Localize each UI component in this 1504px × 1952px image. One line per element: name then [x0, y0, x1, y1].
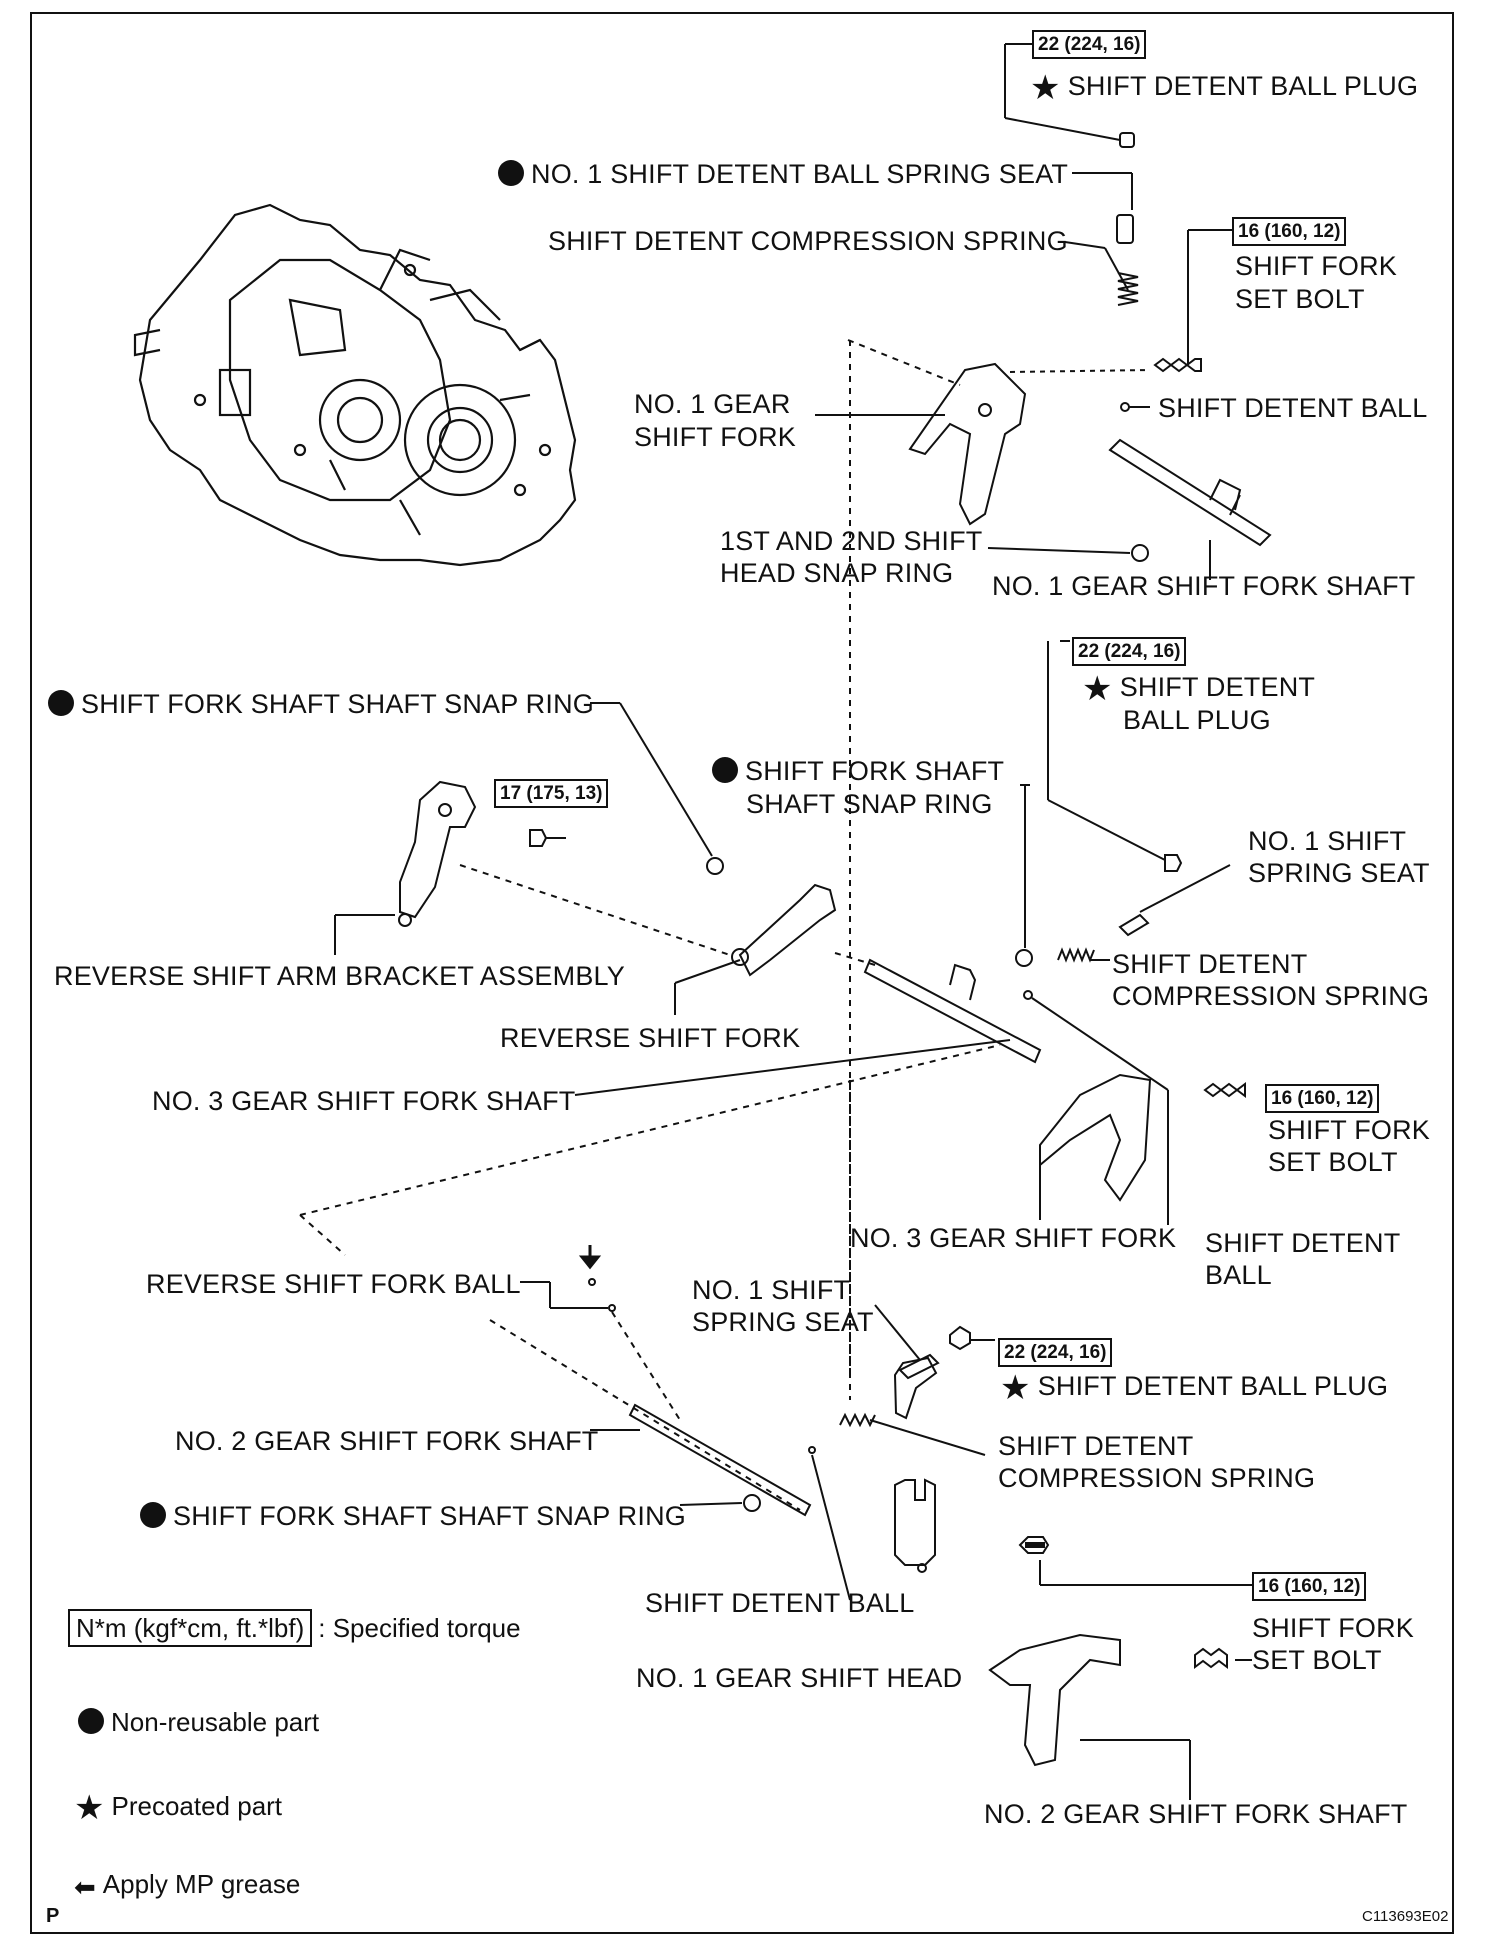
left-arrow-icon: ⬅ [74, 1872, 96, 1902]
top-detent-plug [1119, 132, 1135, 148]
top-detent-ball [1120, 402, 1130, 412]
label-snap-ring-mid-1: SHIFT FORK SHAFT [712, 755, 1004, 788]
star-icon: ★ [1000, 1369, 1031, 1407]
label-no1-shaft: NO. 1 GEAR SHIFT FORK SHAFT [992, 571, 1416, 601]
torque-bolt-low: 16 (160, 12) [1252, 1572, 1367, 1601]
label-comp-spring-top: SHIFT DETENT COMPRESSION SPRING [548, 226, 1068, 256]
torque-bolt-mid: 16 (160, 12) [1265, 1084, 1380, 1113]
label-plug-mid-1: ★SHIFT DETENT [1082, 670, 1316, 708]
torque-plug-low: 22 (224, 16) [998, 1338, 1113, 1367]
label-comp-spring-low-1: SHIFT DETENT [998, 1431, 1194, 1461]
label-comp-spring-low-2: COMPRESSION SPRING [998, 1463, 1316, 1493]
top-compression-spring [1117, 272, 1139, 306]
no2-gear-shift-fork [988, 1633, 1121, 1767]
legend-nonreusable: Non-reusable part [78, 1706, 319, 1738]
low-compression-spring [839, 1412, 876, 1428]
label-snap-head-2: HEAD SNAP RING [720, 558, 954, 588]
label-rev-bracket: REVERSE SHIFT ARM BRACKET ASSEMBLY [54, 961, 625, 991]
non-reusable-dot-icon [498, 160, 524, 186]
mid-snap-ring [1015, 949, 1033, 967]
label-set-bolt-low-1: SHIFT FORK [1252, 1613, 1415, 1643]
label-set-bolt-mid-2: SET BOLT [1268, 1147, 1398, 1177]
top-spring-seat [1116, 214, 1134, 244]
label-no1-fork-2: SHIFT FORK [634, 422, 797, 452]
mid-set-bolt [1203, 1082, 1246, 1098]
diagram-frame [30, 12, 1454, 1934]
mid-detent-ball [1023, 990, 1033, 1000]
star-icon: ★ [1030, 69, 1061, 107]
label-snap-ring-mid-2: SHAFT SNAP RING [746, 789, 993, 819]
no3-gear-shift-fork-shaft [863, 958, 1042, 1064]
reverse-shift-fork [738, 883, 837, 977]
label-detent-ball-mid-1: SHIFT DETENT [1205, 1228, 1401, 1258]
label-snap-ring-left: SHIFT FORK SHAFT SHAFT SNAP RING [48, 688, 594, 721]
legend-torque-box: N*m (kgf*cm, ft.*lbf) [68, 1609, 313, 1647]
label-spring-seat-mid-2: SPRING SEAT [1248, 858, 1430, 888]
label-spring-seat-top: NO. 1 SHIFT DETENT BALL SPRING SEAT [498, 158, 1068, 191]
label-set-bolt-top-2: SET BOLT [1235, 284, 1365, 314]
torque-bolt-top: 16 (160, 12) [1232, 217, 1347, 246]
label-detent-ball-top: SHIFT DETENT BALL [1158, 393, 1428, 423]
mid-compression-spring [1057, 947, 1095, 963]
label-no2-shaft-right: NO. 2 GEAR SHIFT FORK SHAFT [984, 1799, 1408, 1829]
no3-gear-shift-fork [1039, 1073, 1152, 1202]
label-rev-fork: REVERSE SHIFT FORK [500, 1023, 801, 1053]
left-snap-ring [706, 857, 724, 875]
label-rev-fork-ball: REVERSE SHIFT FORK BALL [146, 1269, 521, 1299]
label-comp-spring-mid-1: SHIFT DETENT [1112, 949, 1308, 979]
low-snap-ring [743, 1494, 761, 1512]
low-spring-seat [898, 1353, 940, 1380]
reverse-fork-ball [588, 1278, 596, 1286]
label-no1-fork-1: NO. 1 GEAR [634, 389, 791, 419]
non-reusable-dot-icon [712, 757, 738, 783]
label-snap-head-1: 1ST AND 2ND SHIFT [720, 526, 983, 556]
label-spring-seat-low-2: SPRING SEAT [692, 1307, 874, 1337]
label-no1-head: NO. 1 GEAR SHIFT HEAD [636, 1663, 963, 1693]
non-reusable-dot-icon [78, 1708, 104, 1734]
reverse-shift-arm-bracket [399, 780, 477, 919]
non-reusable-dot-icon [48, 690, 74, 716]
label-set-bolt-mid-1: SHIFT FORK [1268, 1115, 1431, 1145]
bracket-bolt [529, 829, 566, 847]
star-icon: ★ [1082, 670, 1113, 708]
label-plug-low: ★SHIFT DETENT BALL PLUG [1000, 1369, 1389, 1407]
low-detent-ball [808, 1446, 816, 1454]
head-snap-ring [1131, 544, 1149, 562]
legend-precoated: ★Precoated part [74, 1789, 283, 1827]
label-comp-spring-mid-2: COMPRESSION SPRING [1112, 981, 1430, 1011]
no2-gear-shift-fork-shaft [628, 1403, 812, 1517]
label-detent-ball-mid-2: BALL [1205, 1260, 1272, 1290]
no1-gear-shift-fork-shaft [1108, 438, 1272, 547]
star-icon: ★ [74, 1789, 105, 1827]
mid-detent-plug [1164, 854, 1183, 872]
no1-gear-shift-fork [908, 362, 1027, 526]
legend-grease: ⬅Apply MP grease [74, 1869, 301, 1902]
low-detent-plug [949, 1325, 971, 1351]
mid-spring-seat [1118, 913, 1150, 937]
label-set-bolt-low-2: SET BOLT [1252, 1645, 1382, 1675]
label-plug-mid-2: BALL PLUG [1123, 705, 1271, 735]
low-set-bolt [1018, 1536, 1050, 1554]
torque-plug-top: 22 (224, 16) [1032, 30, 1147, 59]
top-set-bolt [1153, 357, 1202, 373]
transaxle-case-illustration [133, 203, 577, 567]
label-no3-fork: NO. 3 GEAR SHIFT FORK [850, 1223, 1177, 1253]
label-no2-shaft-left: NO. 2 GEAR SHIFT FORK SHAFT [175, 1426, 599, 1456]
label-snap-ring-low: SHIFT FORK SHAFT SHAFT SNAP RING [140, 1500, 686, 1533]
page-letter: P [46, 1905, 60, 1927]
label-set-bolt-top-1: SHIFT FORK [1235, 251, 1398, 281]
non-reusable-dot-icon [140, 1502, 166, 1528]
figure-code: C113693E02 [1362, 1908, 1449, 1925]
torque-plug-mid: 22 (224, 16) [1072, 637, 1187, 666]
label-detent-ball-low: SHIFT DETENT BALL [645, 1588, 915, 1618]
reverse-shift-fork-arm [893, 1356, 938, 1420]
label-spring-seat-mid-1: NO. 1 SHIFT [1248, 826, 1407, 856]
label-no3-shaft: NO. 3 GEAR SHIFT FORK SHAFT [152, 1086, 576, 1116]
label-spring-seat-low-1: NO. 1 SHIFT [692, 1275, 851, 1305]
label-plug-top: ★SHIFT DETENT BALL PLUG [1030, 69, 1419, 107]
torque-bracket-bolt: 17 (175, 13) [494, 779, 609, 808]
legend-torque: N*m (kgf*cm, ft.*lbf): Specified torque [68, 1609, 521, 1647]
no1-gear-shift-head [894, 1478, 936, 1566]
